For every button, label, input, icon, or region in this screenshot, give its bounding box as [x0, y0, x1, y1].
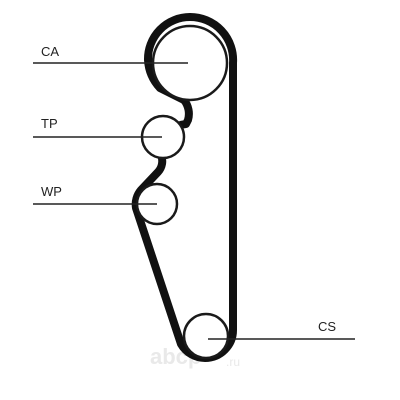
label-camshaft: CA — [41, 44, 59, 59]
label-water-pump: WP — [41, 184, 62, 199]
label-tensioner: TP — [41, 116, 58, 131]
crankshaft-pulley — [182, 312, 230, 360]
label-crankshaft: CS — [318, 319, 336, 334]
watermark-suffix: .ru — [226, 355, 240, 369]
